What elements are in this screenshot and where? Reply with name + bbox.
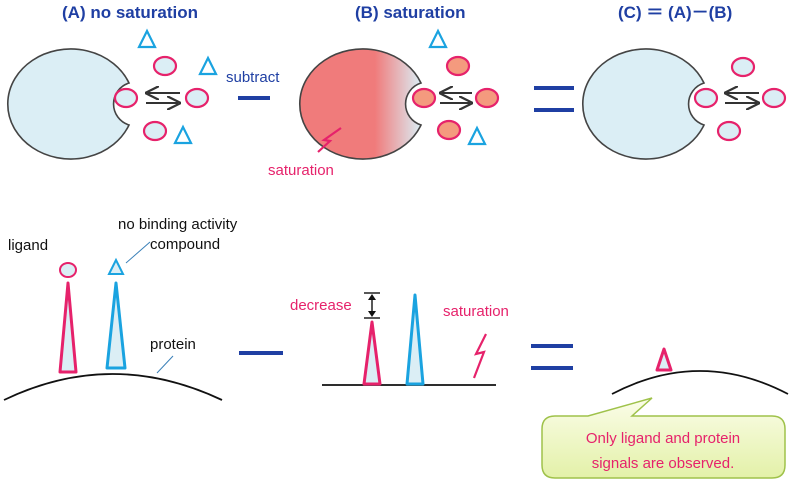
spectrum-b: decrease saturation bbox=[290, 292, 509, 386]
saturated-ligand-circle bbox=[436, 119, 462, 141]
protein-pocket-shape bbox=[7, 48, 131, 160]
ligand-circle bbox=[761, 87, 787, 109]
header-c: (C) ＝ (A)－(B) bbox=[618, 3, 732, 22]
compound-triangle bbox=[198, 55, 218, 76]
compound-peak bbox=[405, 293, 425, 386]
observation-callout: Only ligand and protein signals are obse… bbox=[541, 397, 786, 479]
panel-a bbox=[7, 28, 218, 160]
equals-sign-top-bar1 bbox=[534, 86, 574, 90]
saturation-lightning-icon bbox=[317, 127, 342, 153]
equals-sign-bottom-bar1 bbox=[531, 344, 573, 348]
saturated-ligand-circle bbox=[411, 87, 437, 109]
minus-sign-top bbox=[238, 96, 270, 100]
compound-triangle bbox=[428, 28, 448, 49]
subtract-label: subtract bbox=[226, 69, 280, 86]
ligand-peak bbox=[58, 281, 78, 374]
compound-triangle bbox=[173, 124, 193, 145]
ligand-circle bbox=[113, 87, 139, 109]
decrease-label: decrease bbox=[290, 297, 352, 314]
ligand-circle bbox=[184, 87, 210, 109]
ligand-circle bbox=[152, 55, 178, 77]
ligand-label: ligand bbox=[8, 237, 48, 254]
ligand-circle bbox=[716, 120, 742, 142]
compound-marker-triangle bbox=[107, 257, 125, 275]
compound-peak bbox=[105, 281, 127, 370]
protein-label: protein bbox=[150, 336, 196, 353]
protein-pointer-line bbox=[156, 355, 174, 374]
callout-line2: signals are observed. bbox=[592, 455, 735, 472]
no-binding-label-line1: no binding activity bbox=[118, 216, 238, 233]
panel-c bbox=[582, 48, 787, 160]
callout-bubble bbox=[541, 397, 786, 479]
compound-triangle bbox=[467, 125, 487, 146]
protein-baseline-hump bbox=[3, 373, 223, 401]
equals-sign-top-bar2 bbox=[534, 108, 574, 112]
decrease-arrowhead-down bbox=[368, 311, 376, 317]
minus-sign-bottom bbox=[239, 351, 283, 355]
decrease-arrowhead-up bbox=[368, 294, 376, 300]
saturated-ligand-circle bbox=[445, 55, 471, 77]
saturation-label-bottom: saturation bbox=[443, 303, 509, 320]
saturation-lightning-icon bbox=[472, 333, 487, 379]
panel-b: saturation bbox=[268, 28, 500, 179]
saturated-ligand-circle bbox=[474, 87, 500, 109]
ligand-circle bbox=[730, 56, 756, 78]
ligand-circle bbox=[693, 87, 719, 109]
compound-pointer-line bbox=[125, 241, 151, 264]
protein-pocket-shape bbox=[582, 48, 706, 160]
protein-baseline-hump bbox=[611, 370, 789, 395]
ligand-marker-circle bbox=[59, 262, 77, 278]
no-binding-label-line2: compound bbox=[150, 236, 220, 253]
reduced-ligand-peak bbox=[362, 320, 382, 386]
saturated-protein-shape bbox=[299, 48, 423, 160]
equals-sign-bottom-bar2 bbox=[531, 366, 573, 370]
header-b: (B) saturation bbox=[355, 3, 466, 22]
spectrum-a: ligand no binding activity compound prot… bbox=[3, 216, 238, 401]
ligand-difference-peak bbox=[655, 347, 673, 372]
header-a: (A) no saturation bbox=[62, 3, 198, 22]
saturation-label-top: saturation bbox=[268, 162, 334, 179]
callout-line1: Only ligand and protein bbox=[586, 430, 740, 447]
compound-triangle bbox=[137, 28, 157, 49]
ligand-circle bbox=[142, 120, 168, 142]
spectrum-c bbox=[611, 347, 789, 395]
